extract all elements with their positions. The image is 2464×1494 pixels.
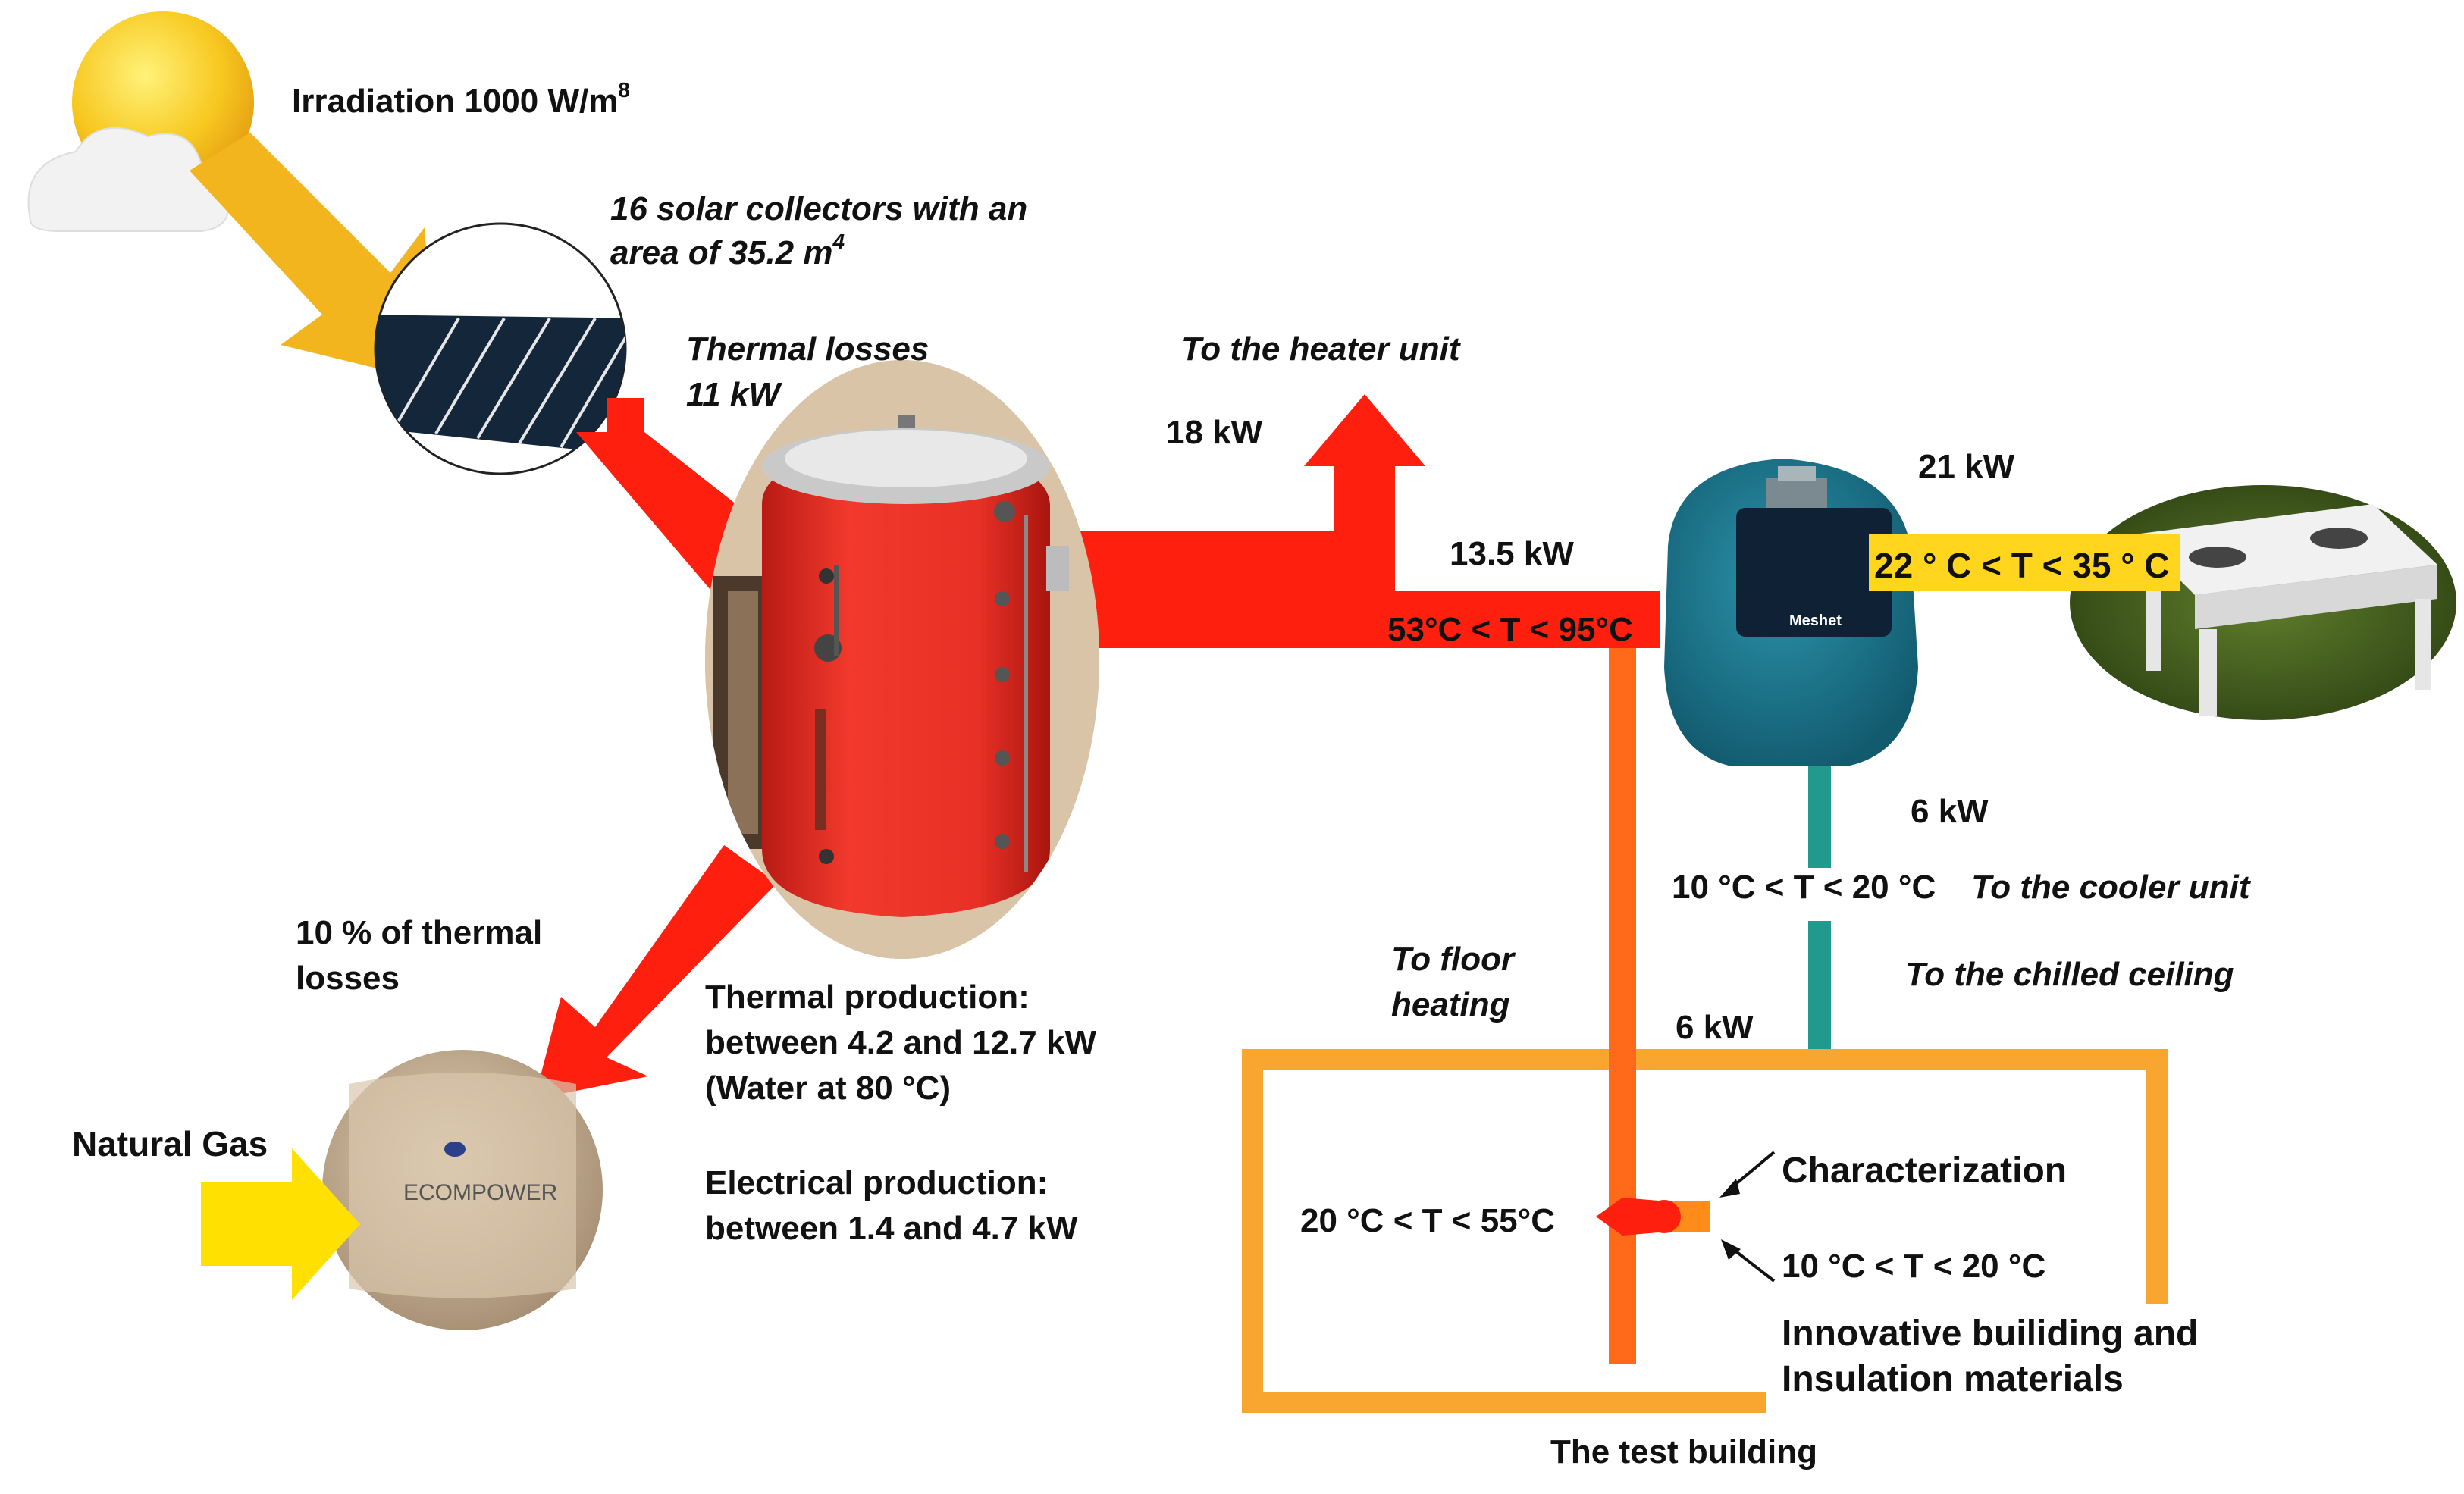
sun-icon xyxy=(27,11,254,232)
chilled-water-flow xyxy=(1808,766,1831,1057)
natural-gas-label: Natural Gas xyxy=(72,1124,268,1164)
flow-power-label: 13.5 kW xyxy=(1450,535,1574,572)
chiller-power-label: 21 kW xyxy=(1918,448,2015,485)
losses-pct-label-line2: losses xyxy=(296,960,400,997)
collectors-label-line1: 16 solar collectors with an xyxy=(610,190,1027,227)
floor-temp-range-label: 20 °C < T < 55°C xyxy=(1300,1202,1555,1239)
cold-power-bottom-label: 6 kW xyxy=(1676,1009,1754,1046)
irradiation-label: Irradiation 1000 W/m8 xyxy=(292,78,630,120)
char-temp-range-label: 10 °C < T < 20 °C xyxy=(1782,1248,2045,1285)
cold-temp-range-label: 10 °C < T < 20 °C xyxy=(1672,869,1936,906)
storage-tank xyxy=(705,360,1099,959)
absorption-chiller xyxy=(1664,459,1918,766)
test-building-outline xyxy=(1242,1049,2168,1413)
electrical-production-label-line1: Electrical production: xyxy=(705,1164,1048,1201)
test-building-label: The test building xyxy=(1550,1433,1817,1471)
electrical-production-label-line2: between 1.4 and 4.7 kW xyxy=(705,1210,1078,1247)
characterization-label: Characterization xyxy=(1782,1151,2067,1191)
chiller-brand-label: Meshet xyxy=(1789,612,1842,629)
floor-heating-pipe xyxy=(1609,648,1636,1364)
outdoor-temp-label: 22 ° C < T < 35 ° C xyxy=(1874,546,2170,585)
solar-collector-panel xyxy=(374,222,627,475)
thermal-losses-label-line1: Thermal losses xyxy=(686,330,929,368)
thermal-production-label-line2: between 4.2 and 12.7 kW xyxy=(705,1024,1096,1061)
natural-gas-arrow xyxy=(201,1148,360,1300)
outdoor-temp-box xyxy=(1869,534,2180,591)
to-chilled-ceiling-label: To the chilled ceiling xyxy=(1905,956,2234,993)
building-label-line1: Innovative builiding and xyxy=(1782,1314,2198,1354)
heater-power-label: 18 kW xyxy=(1166,414,1263,451)
thermal-production-label-line1: Thermal production: xyxy=(705,979,1030,1016)
to-floor-heating-label-line2: heating xyxy=(1391,986,1510,1023)
building-label-line2: Insulation materials xyxy=(1782,1359,2124,1399)
thermal-losses-label-line2: 11 kW xyxy=(686,376,782,413)
cold-power-top-label: 6 kW xyxy=(1911,793,1989,830)
sensor-pointer-arrows xyxy=(1719,1151,1776,1283)
ecompower-label: ECOMPOWER xyxy=(403,1180,557,1205)
sensor-icon xyxy=(1596,1198,1710,1236)
collectors-label-line2: area of 35.2 m4 xyxy=(610,230,845,271)
hot-temp-range-label: 53°C < T < 95°C xyxy=(1387,611,1633,648)
to-cooler-unit-label: To the cooler unit xyxy=(1971,869,2252,906)
to-heater-unit-label: To the heater unit xyxy=(1181,330,1462,368)
losses-pct-label-line1: 10 % of thermal xyxy=(296,914,542,951)
chp-unit xyxy=(322,1050,603,1330)
dry-cooler xyxy=(2070,485,2456,720)
sun-ray-arrow xyxy=(190,133,436,383)
to-floor-heating-label-line1: To floor xyxy=(1391,941,1516,978)
thermal-production-label-line3: (Water at 80 °C) xyxy=(705,1070,951,1107)
